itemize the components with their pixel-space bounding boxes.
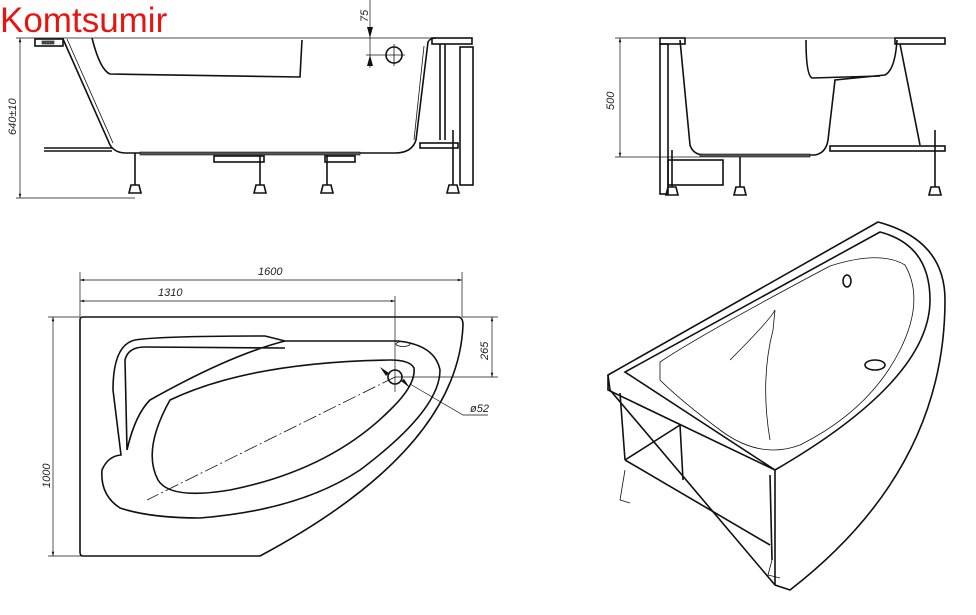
side-view-front: 640±10 75 <box>7 0 474 199</box>
overflow-offset-dim-label: 265 <box>479 341 491 361</box>
legs <box>127 130 461 194</box>
end-height-dim-label: 500 <box>605 91 617 110</box>
length-dim-label: 1600 <box>258 266 283 278</box>
brand-watermark: Komtsumir <box>0 1 168 40</box>
side-view-end: 500 <box>605 37 946 196</box>
drain-hole <box>387 369 403 385</box>
height-dim-label: 640±10 <box>7 97 19 135</box>
plan-view: 1600 1310 1000 265 ø52 <box>41 266 498 557</box>
drain-offset-dim-label: 1310 <box>158 287 183 299</box>
isometric-view <box>607 221 946 591</box>
width-dim-label: 1000 <box>41 463 53 488</box>
overflow-dim-label: 75 <box>359 9 371 22</box>
drain-diameter-dim-label: ø52 <box>470 403 489 415</box>
